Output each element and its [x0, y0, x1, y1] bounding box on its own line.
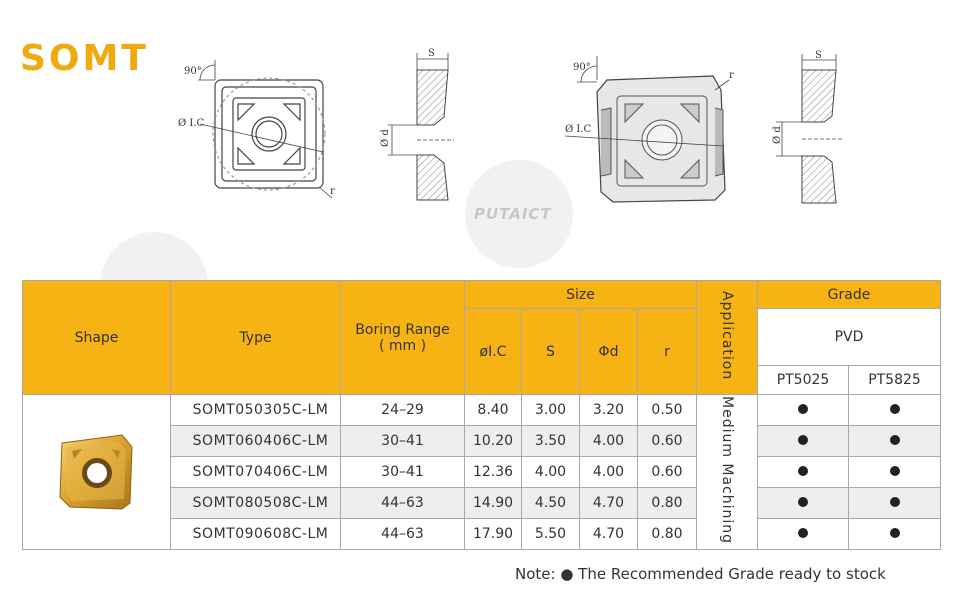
- insert-shaded-front-view-drawing: 90° Ø I.C r: [564, 56, 734, 203]
- cell-boring-range: 24–29: [340, 394, 465, 426]
- header-r: r: [637, 308, 697, 395]
- radius-label: r: [330, 186, 335, 197]
- header-ic: øI.C: [464, 308, 522, 395]
- recommended-dot: [889, 466, 900, 476]
- cell-type: SOMT080508C-LM: [170, 487, 341, 519]
- header-grade-pt5825: PT5825: [848, 365, 941, 395]
- cell-s: 3.50: [521, 425, 580, 457]
- cell-d: 4.70: [579, 487, 638, 519]
- header-boring-range-label: Boring Range: [355, 321, 450, 338]
- cell-r: 0.60: [637, 456, 697, 488]
- cell-ic: 12.36: [464, 456, 522, 488]
- cell-ic: 17.90: [464, 518, 522, 550]
- cell-ic: 14.90: [464, 487, 522, 519]
- header-application: Application: [696, 280, 758, 395]
- cell-ic: 10.20: [464, 425, 522, 457]
- cell-r: 0.80: [637, 518, 697, 550]
- table-row: SOMT050305C-LM 24–29 8.40 3.00 3.20 0.50…: [22, 394, 941, 550]
- insert-front-view-drawing: 90° Ø I.C r: [178, 60, 335, 199]
- recommended-dot: [889, 404, 900, 414]
- cell-d: 4.00: [579, 456, 638, 488]
- cell-grade-pt5825: [848, 425, 941, 457]
- header-shape: Shape: [22, 280, 171, 395]
- header-d: Φd: [579, 308, 638, 395]
- header-grade: Grade: [757, 280, 941, 309]
- cell-type: SOMT050305C-LM: [170, 394, 341, 426]
- application-value: Medium Machining: [719, 395, 735, 545]
- insert-section-view-drawing: S Ø d: [380, 48, 454, 201]
- inscribed-circle-label: Ø I.C: [565, 124, 592, 135]
- angle-label: 90°: [184, 66, 202, 77]
- recommended-dot: [798, 528, 808, 538]
- insert-section-view-drawing-2: S Ø d: [772, 50, 842, 204]
- cell-grade-pt5825: [848, 518, 941, 550]
- cell-r: 0.60: [637, 425, 697, 457]
- header-grade-pt5025: PT5025: [757, 365, 849, 395]
- cell-boring-range: 30–41: [340, 456, 465, 488]
- angle-label: 90°: [573, 62, 591, 73]
- header-boring-range: Boring Range ( mm ): [340, 280, 465, 395]
- cell-grade-pt5825: [848, 394, 941, 426]
- cell-s: 5.50: [521, 518, 580, 550]
- cell-d: 4.70: [579, 518, 638, 550]
- recommended-dot: [889, 528, 900, 538]
- recommended-dot: [798, 497, 808, 507]
- watermark-circle: [465, 160, 573, 268]
- cell-application: Medium Machining: [696, 394, 758, 550]
- watermark-text: PUTAICT: [474, 205, 552, 223]
- recommended-dot: [889, 497, 900, 507]
- recommended-dot: [798, 466, 808, 476]
- cell-grade-pt5825: [848, 487, 941, 519]
- cell-s: 4.50: [521, 487, 580, 519]
- radius-label: r: [729, 70, 734, 81]
- cell-boring-range: 44–63: [340, 487, 465, 519]
- recommended-dot: [798, 404, 808, 414]
- inscribed-circle-label: Ø I.C: [178, 118, 205, 129]
- table-row: SOMT080508C-LM 44–63 14.90 4.50 4.70 0.8…: [23, 487, 941, 519]
- cell-grade-pt5025: [757, 425, 849, 457]
- cell-grade-pt5025: [757, 394, 849, 426]
- cell-type: SOMT070406C-LM: [170, 456, 341, 488]
- footnote: Note: ● The Recommended Grade ready to s…: [515, 565, 886, 583]
- cell-grade-pt5825: [848, 456, 941, 488]
- cell-r: 0.50: [637, 394, 697, 426]
- cell-grade-pt5025: [757, 456, 849, 488]
- recommended-dot: [798, 435, 808, 445]
- header-pvd: PVD: [757, 308, 941, 366]
- cell-s: 4.00: [521, 456, 580, 488]
- cell-boring-range: 30–41: [340, 425, 465, 457]
- cell-boring-range: 44–63: [340, 518, 465, 550]
- table-row: SOMT060406C-LM 30–41 10.20 3.50 4.00 0.6…: [23, 425, 941, 457]
- cell-s: 3.00: [521, 394, 580, 426]
- cell-grade-pt5025: [757, 487, 849, 519]
- thickness-label: S: [428, 48, 435, 59]
- cell-d: 4.00: [579, 425, 638, 457]
- insert-shape-image: [58, 434, 133, 510]
- cell-d: 3.20: [579, 394, 638, 426]
- spec-table: Shape Type Boring Range ( mm ) Size Appl…: [22, 280, 941, 550]
- hole-diameter-label: Ø d: [380, 129, 391, 147]
- page-title: SOMT: [20, 38, 149, 79]
- table-row: SOMT090608C-LM 44–63 17.90 5.50 4.70 0.8…: [23, 518, 941, 550]
- hole-diameter-label: Ø d: [772, 126, 783, 144]
- header-boring-range-unit: ( mm ): [378, 337, 427, 354]
- cell-grade-pt5025: [757, 518, 849, 550]
- cell-ic: 8.40: [464, 394, 522, 426]
- header-type: Type: [170, 280, 341, 395]
- cell-r: 0.80: [637, 487, 697, 519]
- header-size: Size: [464, 280, 697, 309]
- header-s: S: [521, 308, 580, 395]
- thickness-label: S: [815, 50, 822, 61]
- table-row: SOMT070406C-LM 30–41 12.36 4.00 4.00 0.6…: [23, 456, 941, 488]
- recommended-dot: [889, 435, 900, 445]
- shape-cell: [22, 394, 171, 550]
- cell-type: SOMT090608C-LM: [170, 518, 341, 550]
- header-application-label: Application: [719, 290, 735, 381]
- cell-type: SOMT060406C-LM: [170, 425, 341, 457]
